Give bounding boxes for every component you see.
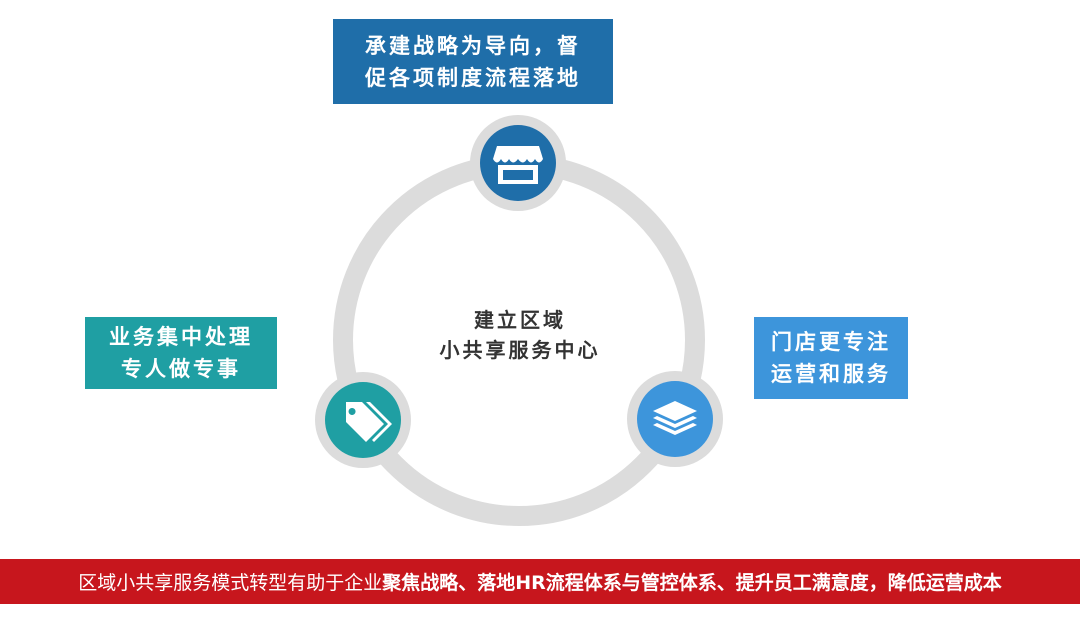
right-box: 门店更专注 运营和服务 <box>754 317 908 399</box>
top-box-line1: 承建战略为导向，督 <box>365 33 581 58</box>
node-left <box>315 372 411 468</box>
top-box: 承建战略为导向，督 促各项制度流程落地 <box>333 19 613 104</box>
bottom-banner-normal: 区域小共享服务模式转型有助于企业 <box>78 572 383 594</box>
right-box-line1: 门店更专注 <box>771 330 891 354</box>
tags-icon <box>346 402 392 442</box>
right-box-line2: 运营和服务 <box>771 362 891 386</box>
left-box-line2: 专人做专事 <box>121 357 241 381</box>
bottom-banner: 区域小共享服务模式转型有助于企业聚焦战略、落地HR流程体系与管控体系、提升员工满… <box>0 559 1080 604</box>
node-right <box>627 371 723 467</box>
bottom-banner-bold: 聚焦战略、落地HR流程体系与管控体系、提升员工满意度，降低运营成本 <box>382 572 1002 594</box>
left-box: 业务集中处理 专人做专事 <box>85 317 277 389</box>
center-line1: 建立区域 <box>474 308 566 332</box>
layers-icon <box>653 401 697 435</box>
center-line2: 小共享服务中心 <box>439 338 601 362</box>
top-box-line2: 促各项制度流程落地 <box>365 65 581 90</box>
left-box-line1: 业务集中处理 <box>109 325 253 349</box>
store-icon <box>493 146 543 184</box>
center-label: 建立区域 小共享服务中心 <box>400 305 640 365</box>
node-top <box>470 115 566 211</box>
